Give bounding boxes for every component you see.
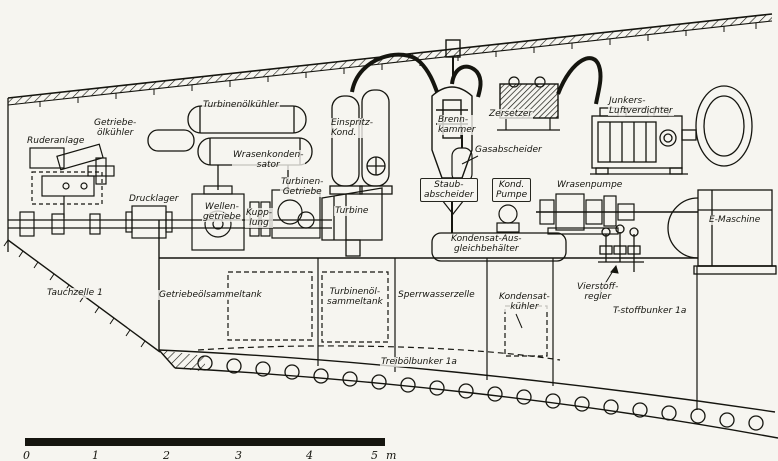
label-t-stoff-bunker: T-stoffbunker 1a	[612, 306, 688, 317]
turbine-casing	[321, 187, 383, 257]
rudder-assembly	[29, 143, 115, 218]
label-air-compressor: Junkers- Luftverdichter	[608, 96, 674, 117]
label-coupling: Kupp- lung	[245, 208, 274, 229]
label-gear-oil-cooler: Getriebe- ölkühler	[93, 118, 138, 139]
label-dust-separator: Staub- abscheider	[420, 178, 478, 203]
condensate-pump	[496, 204, 520, 233]
turbine-oil-tank-outline	[321, 271, 389, 343]
hull-top-edge	[7, 13, 773, 252]
scale-bar	[25, 438, 385, 446]
scale-tick-3: 3	[235, 449, 242, 461]
label-thrust-bearing: Drucklager	[128, 194, 180, 205]
propeller-shaft	[8, 211, 332, 237]
flood-hole-band	[158, 349, 778, 439]
injection-condenser	[329, 89, 393, 195]
label-dive-tank: Tauchzelle 1	[46, 288, 104, 299]
fuel-bunker-boundary	[197, 345, 561, 361]
label-condensate-tank: Kondensat-Aus- gleichbehälter	[450, 234, 523, 255]
label-turbine: Turbine	[334, 206, 370, 217]
label-turbine-oil-sump-tank: Turbinenöl- sammeltank	[326, 287, 384, 308]
scale-tick-5: 5	[371, 449, 378, 461]
label-fuel-oil-bunker: Treibölbunker 1a	[380, 357, 458, 368]
label-rudder-gear: Ruderanlage	[26, 136, 86, 147]
label-combustion-chamber: Brenn- kammer	[437, 115, 477, 136]
label-gas-separator: Gasabscheider	[474, 145, 543, 156]
label-four-component-regulator: Vierstoff- regler	[576, 282, 620, 303]
turbine-gearbox	[271, 189, 321, 239]
scale-tick-4: 4	[306, 449, 313, 461]
gear-oil-tank-outline	[227, 271, 313, 341]
label-condensate-pump: Kond. Pumpe	[492, 178, 532, 203]
hull-opening	[695, 85, 753, 167]
scale-tick-2: 2	[163, 449, 170, 461]
condensate-cooler-outline	[504, 305, 548, 357]
vapour-pump-set	[536, 193, 698, 235]
thrust-bearing	[125, 205, 173, 239]
label-electric-machine: E-Maschine	[708, 215, 762, 226]
label-injection-condenser: Einspritz- Kond.	[330, 118, 374, 139]
tank-structure	[158, 220, 776, 410]
scale-unit: m	[386, 449, 397, 461]
label-seal-water-cell: Sperrwasserzelle	[397, 290, 476, 301]
label-shaft-gear: Wellen- getriebe	[202, 202, 242, 223]
label-turbine-oil-cooler: Turbinenölkühler	[202, 100, 280, 111]
decomposer	[497, 76, 560, 131]
scale-tick-0: 0	[23, 449, 30, 461]
label-vapour-condenser: Wrasenkonden- sator	[232, 150, 305, 171]
electric-machine	[667, 189, 777, 275]
label-decomposer: Zersetzer	[488, 109, 534, 120]
condensate-equalising-tank	[431, 232, 567, 262]
label-condensate-cooler: Kondensat- kühler	[498, 292, 551, 313]
label-turbine-gear: Turbinen- Getriebe	[280, 177, 325, 198]
regulator-valve-cluster	[598, 224, 644, 272]
scale-tick-1: 1	[92, 449, 99, 461]
flood-holes	[197, 355, 764, 431]
label-gear-oil-sump-tank: Getriebeölsammeltank	[158, 290, 263, 301]
label-vapour-pump: Wrasenpumpe	[556, 180, 624, 191]
